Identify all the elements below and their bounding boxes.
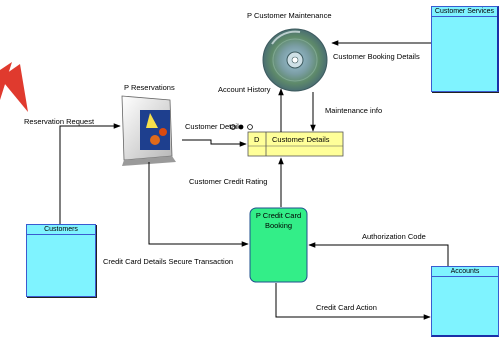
flow-credit-card-details	[148, 162, 249, 247]
process-customer-maintenance-label: P Customer Maintenance	[247, 11, 332, 20]
detail-dot-2	[238, 124, 244, 130]
flow-label-credit-card-action: Credit Card Action	[316, 303, 377, 312]
data-store-id: D	[254, 135, 260, 144]
entity-customer-services-label: Customer Services	[432, 7, 497, 17]
credit-card-booking-box	[249, 207, 308, 283]
flow-label-customer-credit-rating: Customer Credit Rating	[189, 177, 268, 186]
entity-customer-services[interactable]: Customer Services	[431, 6, 499, 92]
flow-reservation-request	[59, 123, 121, 224]
flow-label-maintenance-info: Maintenance info	[325, 106, 383, 115]
entity-accounts-label: Accounts	[432, 267, 498, 277]
entity-customers[interactable]: Customers	[26, 224, 96, 297]
flow-label-reservation-request: Reservation Request	[24, 117, 95, 126]
flow-authorization-code	[308, 242, 449, 266]
flow-customer-detail	[182, 139, 247, 147]
process-credit-card-booking-label: P Credit Card Booking	[255, 211, 302, 230]
customer-maintenance-disc-icon	[262, 28, 328, 92]
detail-dot-3	[247, 124, 253, 130]
flow-label-authorization-code: Authorization Code	[362, 232, 426, 241]
flow-credit-card-action	[275, 283, 431, 320]
flow-label-customer-booking-details: Customer Booking Details	[333, 52, 420, 61]
entity-customers-label: Customers	[27, 225, 95, 235]
accent-triangle-edge	[0, 62, 12, 100]
reservations-monitor-icon	[121, 95, 176, 166]
data-store-name: Customer Details	[272, 135, 330, 144]
process-reservations-label: P Reservations	[124, 83, 175, 92]
flow-label-account-history: Account History	[218, 85, 271, 94]
flow-label-customer-detail: Customer Detail	[185, 122, 239, 131]
customer-details-store	[247, 131, 344, 157]
flow-label-credit-card-details: Credit Card Details Secure Transaction	[103, 257, 234, 266]
detail-dot-1	[230, 124, 236, 130]
entity-accounts[interactable]: Accounts	[431, 266, 499, 337]
